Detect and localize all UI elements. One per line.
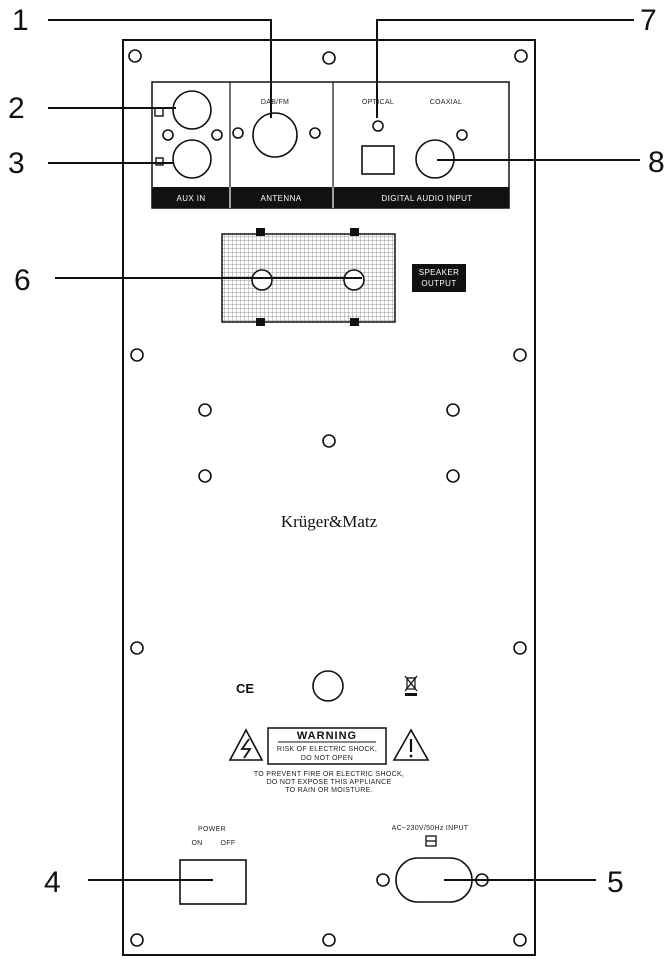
power-switch-block: POWER ON OFF [179, 826, 247, 905]
warning-title: WARNING [297, 730, 357, 742]
antenna-connector[interactable] [252, 112, 298, 158]
panel-outline [122, 39, 536, 956]
callout-1: 1 [12, 4, 29, 37]
ac-input-label: AC~230V/50Hz INPUT [392, 825, 469, 832]
ce-mark: CE [236, 681, 254, 696]
callout-4: 4 [44, 866, 61, 899]
lightning-warning-icon [228, 728, 264, 761]
callout-5: 5 [607, 866, 624, 899]
ac-input-block: AC~230V/50Hz INPUT [376, 825, 489, 903]
callout-7: 7 [640, 4, 657, 37]
power-label: POWER [198, 826, 226, 833]
antenna-label: ANTENNA [260, 194, 301, 203]
input-connector-block: AUX IN DAB/FM ANTENNA OPTICAL COAXIAL DI… [151, 81, 510, 209]
aux-in-jack-bottom[interactable] [172, 139, 212, 179]
callout-leaders [48, 19, 640, 881]
callout-2: 2 [8, 92, 25, 125]
weee-bin-icon [404, 675, 418, 696]
center-hole [312, 670, 344, 702]
coaxial-label: COAXIAL [430, 99, 462, 106]
callout-8: 8 [648, 146, 665, 179]
aux-indicator-top [154, 107, 164, 117]
aux-in-jack-top[interactable] [172, 90, 212, 130]
warning-plate: WARNING RISK OF ELECTRIC SHOCK, DO NOT O… [228, 727, 430, 794]
optical-input-port[interactable] [361, 145, 395, 175]
mounting-holes [128, 49, 528, 947]
caution-line-3: TO RAIN OR MOISTURE. [285, 787, 373, 794]
warning-line-1: RISK OF ELECTRIC SHOCK, [277, 746, 377, 753]
speaker-output-label-2: OUTPUT [421, 279, 456, 288]
power-switch[interactable] [179, 859, 247, 905]
power-off-label: OFF [221, 840, 236, 847]
digital-audio-input-label: DIGITAL AUDIO INPUT [381, 194, 472, 203]
callout-6: 6 [14, 264, 31, 297]
caution-line-1: TO PREVENT FIRE OR ELECTRIC SHOCK, [254, 771, 404, 778]
speaker-output-label-1: SPEAKER [419, 268, 460, 277]
power-on-label: ON [191, 840, 202, 847]
speaker-terminal-left[interactable] [251, 269, 273, 291]
warning-line-2: DO NOT OPEN [301, 755, 353, 762]
fuse-icon [425, 835, 437, 847]
speaker-terminal-right[interactable] [343, 269, 365, 291]
exclamation-warning-icon [392, 728, 430, 761]
antenna-port-label: DAB/FM [261, 99, 289, 106]
caution-line-2: DO NOT EXPOSE THIS APPLIANCE [267, 779, 392, 786]
aux-in-label: AUX IN [176, 194, 205, 203]
callout-3: 3 [8, 147, 25, 180]
brand-logo-text: Krüger&Matz [281, 512, 378, 531]
aux-indicator-bottom [155, 157, 164, 166]
